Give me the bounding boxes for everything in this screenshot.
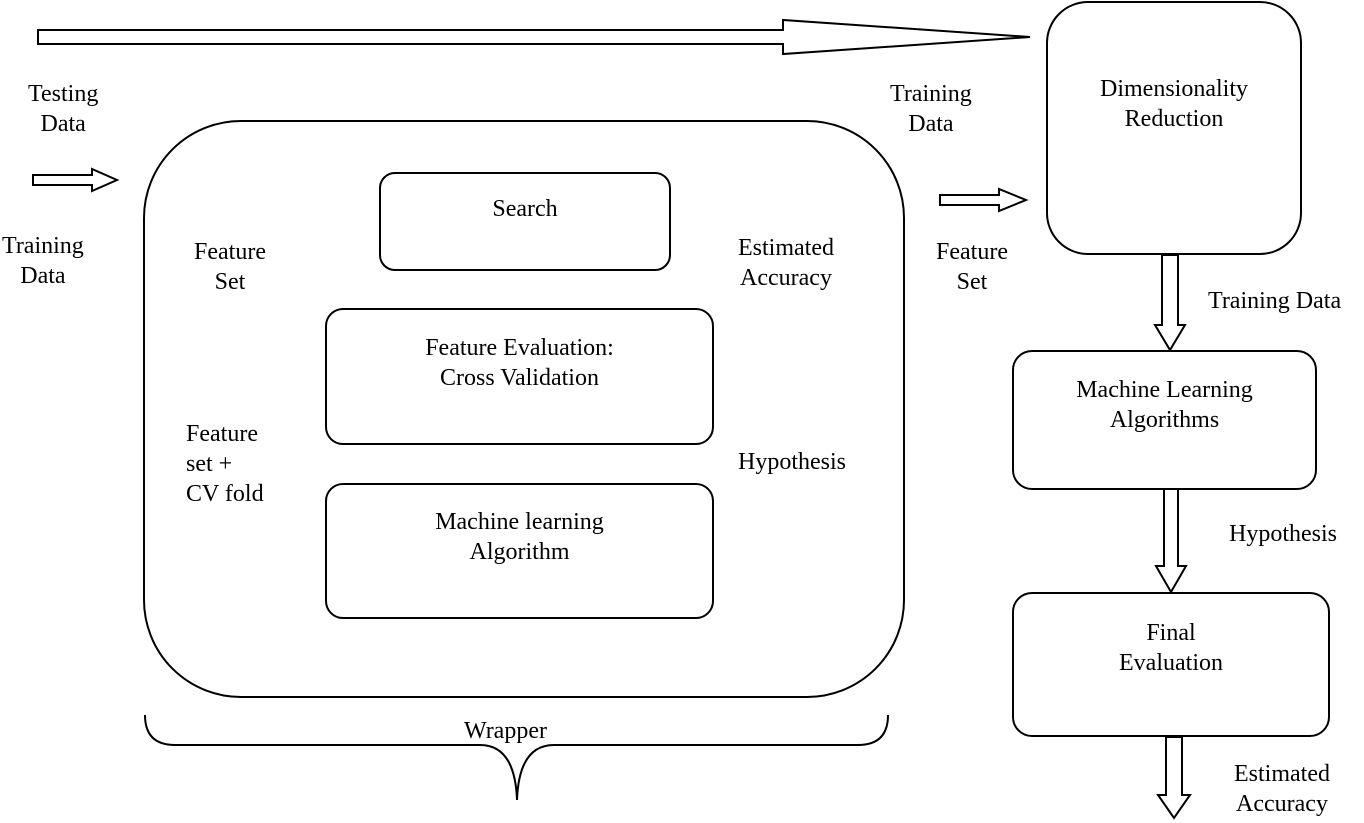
feature-set-mid-label: Feature Set xyxy=(936,239,1008,295)
dimensionality-reduction-label-line1: Dimensionality xyxy=(1100,76,1248,102)
ml-algorithms-label-line1: Machine Learning xyxy=(1076,377,1253,403)
ml-to-final-arrow xyxy=(1154,488,1188,595)
training-data-pipeline-label: Training Data xyxy=(1208,288,1342,314)
wrapper-label: Wrapper xyxy=(464,718,547,744)
feature-set-cv-fold-label: Feature set + CV fold xyxy=(186,421,264,507)
feature-evaluation-box: Feature Evaluation: Cross Validation xyxy=(325,308,714,445)
ml-algorithms-box: Machine Learning Algorithms xyxy=(1012,350,1317,490)
ml-algorithms-label-line2: Algorithms xyxy=(1109,407,1220,433)
final-evaluation-box: Final Evaluation xyxy=(1012,592,1330,737)
ml-algorithm-label-line2: Algorithm xyxy=(469,539,570,565)
estimated-accuracy-label: Estimated Accuracy xyxy=(738,235,834,291)
training-data-mid-label: Training Data xyxy=(890,81,972,137)
testing-data-label: Testing Data xyxy=(28,81,99,137)
search-label: Search xyxy=(492,196,558,222)
dimensionality-reduction-label-line2: Reduction xyxy=(1124,106,1224,132)
wrapper-brace xyxy=(144,714,889,801)
feature-set-label: Feature Set xyxy=(194,239,266,295)
estimated-accuracy-pipeline-label: Estimated Accuracy xyxy=(1234,761,1330,817)
feature-set-output-arrow xyxy=(939,187,1029,213)
search-box: Search xyxy=(379,172,671,271)
training-data-input-arrow xyxy=(32,167,120,193)
ml-algorithm-label-line1: Machine learning xyxy=(435,509,604,535)
ml-algorithm-box: Machine learning Algorithm xyxy=(325,483,714,619)
final-output-arrow xyxy=(1156,736,1192,820)
training-data-label: Training Data xyxy=(2,233,84,289)
hypothesis-pipeline-label: Hypothesis xyxy=(1229,521,1337,547)
final-evaluation-label-line2: Evaluation xyxy=(1119,650,1223,676)
top-long-arrow xyxy=(37,18,1031,56)
feature-evaluation-label-line1: Feature Evaluation: xyxy=(425,335,614,361)
feature-evaluation-label-line2: Cross Validation xyxy=(440,365,599,391)
dimensionality-reduction-box: Dimensionality Reduction xyxy=(1046,1,1302,255)
hypothesis-label: Hypothesis xyxy=(738,449,846,475)
dr-to-ml-arrow xyxy=(1153,254,1187,352)
final-evaluation-label-line1: Final xyxy=(1146,620,1196,646)
